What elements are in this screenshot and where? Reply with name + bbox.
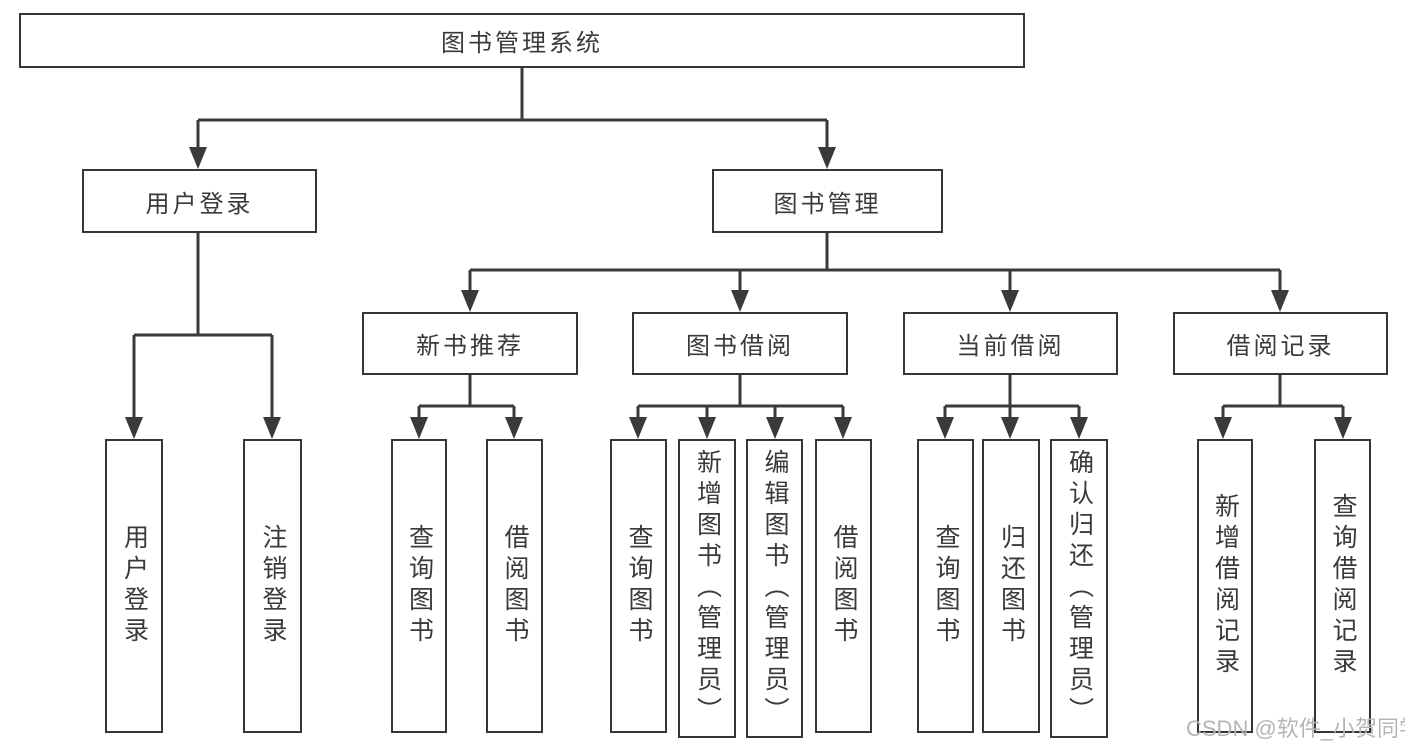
leaf-query-books-recommend: 查询图书 [391, 439, 447, 733]
leaf-label: 用户登录 [120, 524, 149, 648]
node-label: 借阅记录 [1226, 333, 1335, 360]
leaf-label: 注销登录 [259, 524, 287, 648]
node-label: 用户登录 [145, 190, 254, 218]
leaf-label: 归还图书 [997, 524, 1026, 648]
leaf-label: 确认归还（管理员） [1065, 449, 1094, 728]
node-borrowing-records: 借阅记录 [1173, 312, 1388, 375]
node-label: 新书推荐 [416, 333, 524, 360]
leaf-label: 借阅图书 [501, 524, 529, 648]
leaf-edit-book-admin: 编辑图书（管理员） [746, 439, 803, 738]
node-book-management-system: 图书管理系统 [19, 13, 1025, 68]
leaf-user-login: 用户登录 [105, 439, 163, 733]
leaf-add-book-admin: 新增图书（管理员） [678, 439, 736, 738]
leaf-query-books-borrow: 查询图书 [610, 439, 667, 733]
leaf-label: 查询图书 [625, 524, 653, 648]
node-label: 图书借阅 [686, 333, 794, 360]
leaf-confirm-return-admin: 确认归还（管理员） [1050, 439, 1108, 738]
leaf-label: 查询图书 [932, 524, 960, 648]
node-book-borrowing: 图书借阅 [632, 312, 848, 375]
leaf-borrow-books: 借阅图书 [815, 439, 872, 733]
leaf-borrow-books-recommend: 借阅图书 [486, 439, 543, 733]
leaf-label: 新增借阅记录 [1211, 493, 1240, 679]
node-user-login: 用户登录 [82, 169, 317, 233]
leaf-return-book: 归还图书 [982, 439, 1040, 733]
node-label: 图书管理系统 [441, 30, 603, 57]
node-book-management: 图书管理 [712, 169, 943, 233]
csdn-watermark: CSDN @软件_小贺同学 [1186, 716, 1405, 741]
leaf-label: 查询图书 [405, 524, 434, 648]
leaf-label: 编辑图书（管理员） [761, 449, 789, 728]
leaf-logout: 注销登录 [243, 439, 302, 733]
leaf-query-books-current: 查询图书 [917, 439, 974, 733]
node-current-borrowing: 当前借阅 [903, 312, 1118, 375]
leaf-add-borrow-record: 新增借阅记录 [1197, 439, 1253, 733]
node-label: 图书管理 [773, 190, 882, 218]
leaf-query-borrow-record: 查询借阅记录 [1314, 439, 1371, 733]
leaf-label: 新增图书（管理员） [693, 449, 722, 728]
leaf-label: 查询借阅记录 [1329, 493, 1357, 679]
node-label: 当前借阅 [956, 333, 1065, 360]
leaf-label: 借阅图书 [830, 524, 858, 648]
node-new-book-recommendation: 新书推荐 [362, 312, 578, 375]
